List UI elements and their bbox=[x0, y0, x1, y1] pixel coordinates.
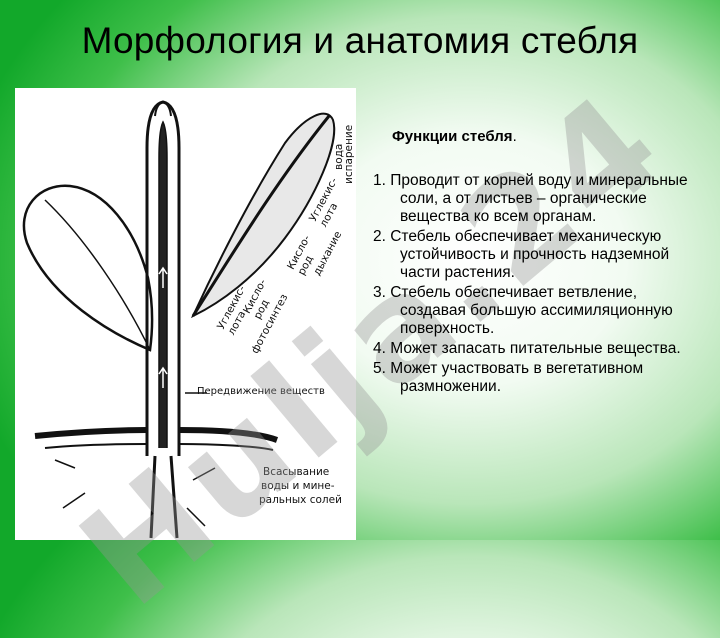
stem-arrow-up-2 bbox=[158, 366, 168, 388]
slide-title: Морфология и анатомия стебля bbox=[81, 20, 639, 61]
list-item: 3. Стебель обеспечивает ветвление, созда… bbox=[373, 284, 673, 337]
arrow-lower-left bbox=[54, 459, 86, 509]
functions-list: 1. Проводит от корней воду и минеральные… bbox=[373, 172, 698, 398]
label-evaporation: испарение bbox=[343, 124, 355, 184]
arrow-lower-right bbox=[186, 467, 216, 527]
list-item: 2. Стебель обеспечивает механическую уст… bbox=[373, 228, 670, 281]
label-transport: Передвижение веществ bbox=[197, 386, 325, 397]
label-absorption-1: Всасывание bbox=[263, 466, 330, 478]
right-leaf-midrib bbox=[191, 115, 331, 317]
left-leaf-vein bbox=[44, 199, 151, 351]
stem-diagram: Передвижение веществ Всасывание воды и м… bbox=[15, 88, 356, 540]
stem-bud bbox=[154, 101, 172, 117]
list-item: 4. Может запасать питательные вещества. bbox=[373, 340, 681, 357]
functions-heading: Функции стебля. bbox=[392, 128, 517, 145]
left-leaf bbox=[22, 184, 154, 352]
stem-arrow-up bbox=[158, 266, 168, 288]
root-horizontal-lower bbox=[44, 443, 274, 451]
root-down bbox=[149, 455, 179, 539]
list-item: 1. Проводит от корней воду и минеральные… bbox=[373, 172, 688, 225]
label-absorption-3: ральных солей bbox=[259, 494, 342, 506]
stem-drawing bbox=[22, 100, 336, 539]
list-item: 5. Может участвовать в вегетативном разм… bbox=[373, 360, 644, 395]
label-absorption-2: воды и мине- bbox=[261, 480, 335, 492]
right-leaf bbox=[190, 112, 336, 319]
root-horizontal bbox=[34, 427, 279, 443]
